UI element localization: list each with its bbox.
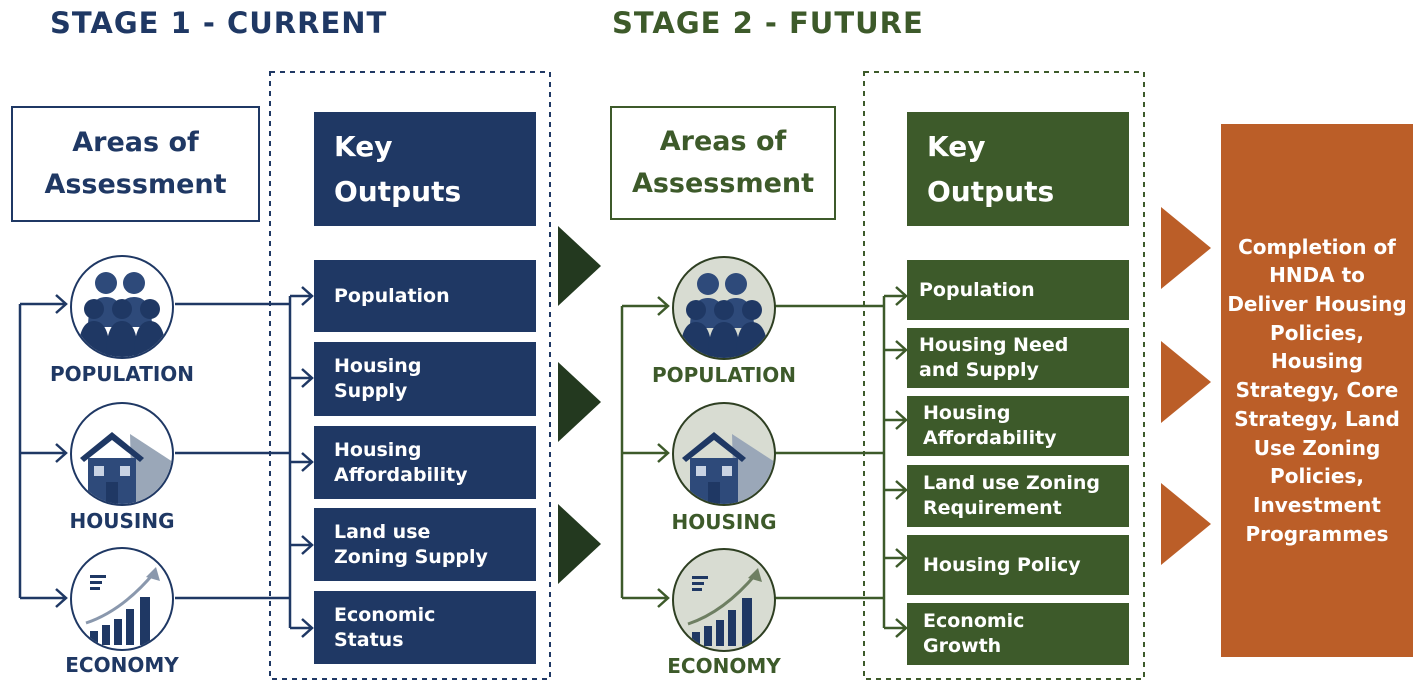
stage2-area-connectors — [620, 286, 908, 638]
stage2-output-housing-policy: Housing Policy — [907, 535, 1129, 595]
stage2-key-outputs-heading: Key Outputs — [907, 112, 1129, 226]
stage1-economy-label: ECONOMY — [65, 653, 179, 677]
stage1-housing-icon — [70, 402, 174, 506]
stage2-population-icon — [672, 256, 776, 360]
stage2-output-housing-affordability: Housing Affordability — [907, 396, 1129, 456]
stage1-housing-label: HOUSING — [69, 509, 175, 533]
house-icon — [80, 432, 172, 504]
stage2-output-land-use-zoning-requirement: Land use Zoning Requirement — [907, 465, 1129, 527]
stage1-areas-heading: Areas of Assessment — [11, 106, 260, 222]
stage2-title: STAGE 2 - FUTURE — [612, 6, 924, 40]
stage1-output-economic-status: Economic Status — [314, 591, 536, 664]
stage1-key-outputs-heading: Key Outputs — [314, 112, 536, 226]
stage2-housing-label: HOUSING — [671, 510, 777, 534]
stage1-output-housing-affordability: Housing Affordability — [314, 426, 536, 499]
stage2-economy-label: ECONOMY — [667, 654, 781, 678]
population-icon — [680, 273, 768, 358]
stage1-output-label: Economic Status — [334, 603, 436, 651]
stage1-areas-heading-text: Areas of Assessment — [44, 127, 227, 200]
stage1-population-icon — [70, 255, 174, 359]
stage1-output-label: Land use Zoning Supply — [334, 520, 488, 568]
stage1-output-population: Population — [314, 260, 536, 332]
stage2-output-housing-need-supply: Housing Need and Supply — [907, 328, 1129, 388]
stage2-output-label: Housing Affordability — [923, 402, 1057, 449]
stage-transition-arrow-2 — [558, 362, 601, 442]
outcome-arrow-3 — [1161, 483, 1211, 565]
stage2-output-label: Land use Zoning Requirement — [923, 472, 1101, 519]
population-icon — [78, 272, 166, 357]
stage1-population-label: POPULATION — [49, 362, 195, 386]
stage2-population-label: POPULATION — [651, 363, 797, 387]
stage2-output-economic-growth: Economic Growth — [907, 603, 1129, 665]
stage2-economy-icon — [672, 548, 776, 652]
outcome-arrow-2 — [1161, 341, 1211, 423]
final-outcome-text: Completion of HNDA to Deliver Housing Po… — [1227, 234, 1407, 546]
stage2-areas-heading: Areas of Assessment — [610, 106, 836, 220]
stage1-output-land-use-zoning-supply: Land use Zoning Supply — [314, 508, 536, 581]
stage2-housing-icon — [672, 402, 776, 506]
stage2-key-outputs-frame — [863, 71, 1145, 680]
stage2-areas-heading-text: Areas of Assessment — [631, 126, 815, 199]
stage1-key-outputs-heading-text: Key Outputs — [334, 130, 462, 208]
stage1-economy-icon — [70, 547, 174, 651]
stage1-title: STAGE 1 - CURRENT — [50, 6, 388, 40]
economy-growth-icon — [687, 568, 762, 646]
final-outcome-box: Completion of HNDA to Deliver Housing Po… — [1221, 124, 1413, 657]
house-icon — [682, 432, 774, 504]
stage1-output-label: Housing Supply — [334, 355, 422, 402]
stage2-output-label: Housing Policy — [923, 553, 1081, 576]
stage2-output-population: Population — [907, 260, 1129, 320]
economy-growth-icon — [85, 567, 160, 645]
stage1-area-connectors — [18, 286, 314, 638]
stage1-output-label: Housing Affordability — [334, 438, 468, 486]
stage2-key-outputs-heading-text: Key Outputs — [927, 130, 1055, 208]
stage1-output-housing-supply: Housing Supply — [314, 342, 536, 416]
stage-transition-arrow-3 — [558, 504, 601, 584]
stage-transition-arrow-1 — [558, 226, 601, 306]
stage2-output-label: Housing Need and Supply — [919, 334, 1069, 381]
stage2-output-label: Economic Growth — [923, 610, 1025, 657]
stage2-output-label: Population — [919, 278, 1035, 301]
stage1-key-outputs-frame — [269, 71, 551, 680]
stage1-output-label: Population — [334, 284, 450, 307]
outcome-arrow-1 — [1161, 207, 1211, 289]
